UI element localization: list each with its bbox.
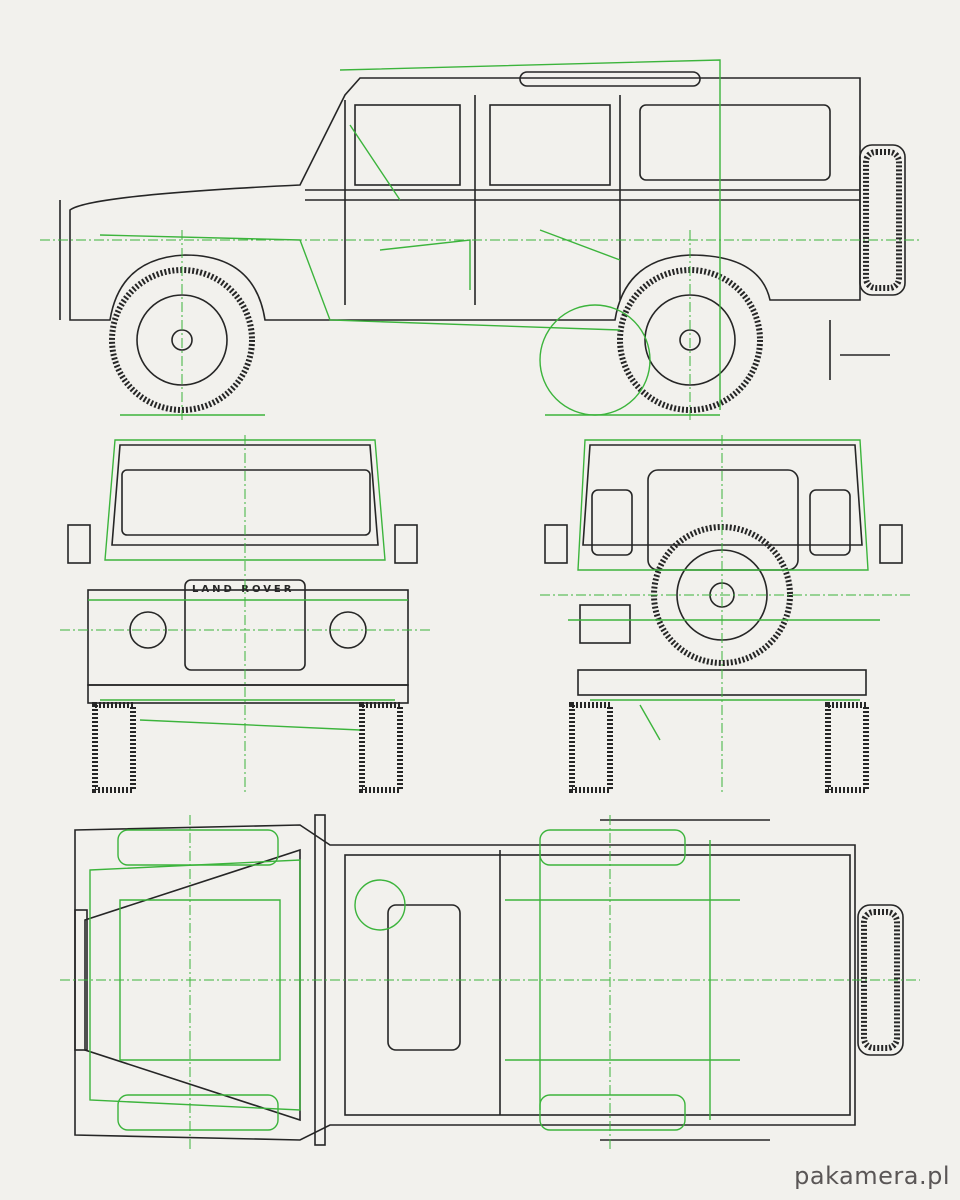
grille-badge: LAND ROVER — [192, 584, 294, 595]
front-view: LAND ROVER — [60, 435, 430, 795]
watermark: pakamera.pl — [794, 1162, 950, 1190]
rear-view — [540, 435, 910, 795]
top-view — [60, 814, 920, 1150]
side-view — [40, 59, 920, 420]
